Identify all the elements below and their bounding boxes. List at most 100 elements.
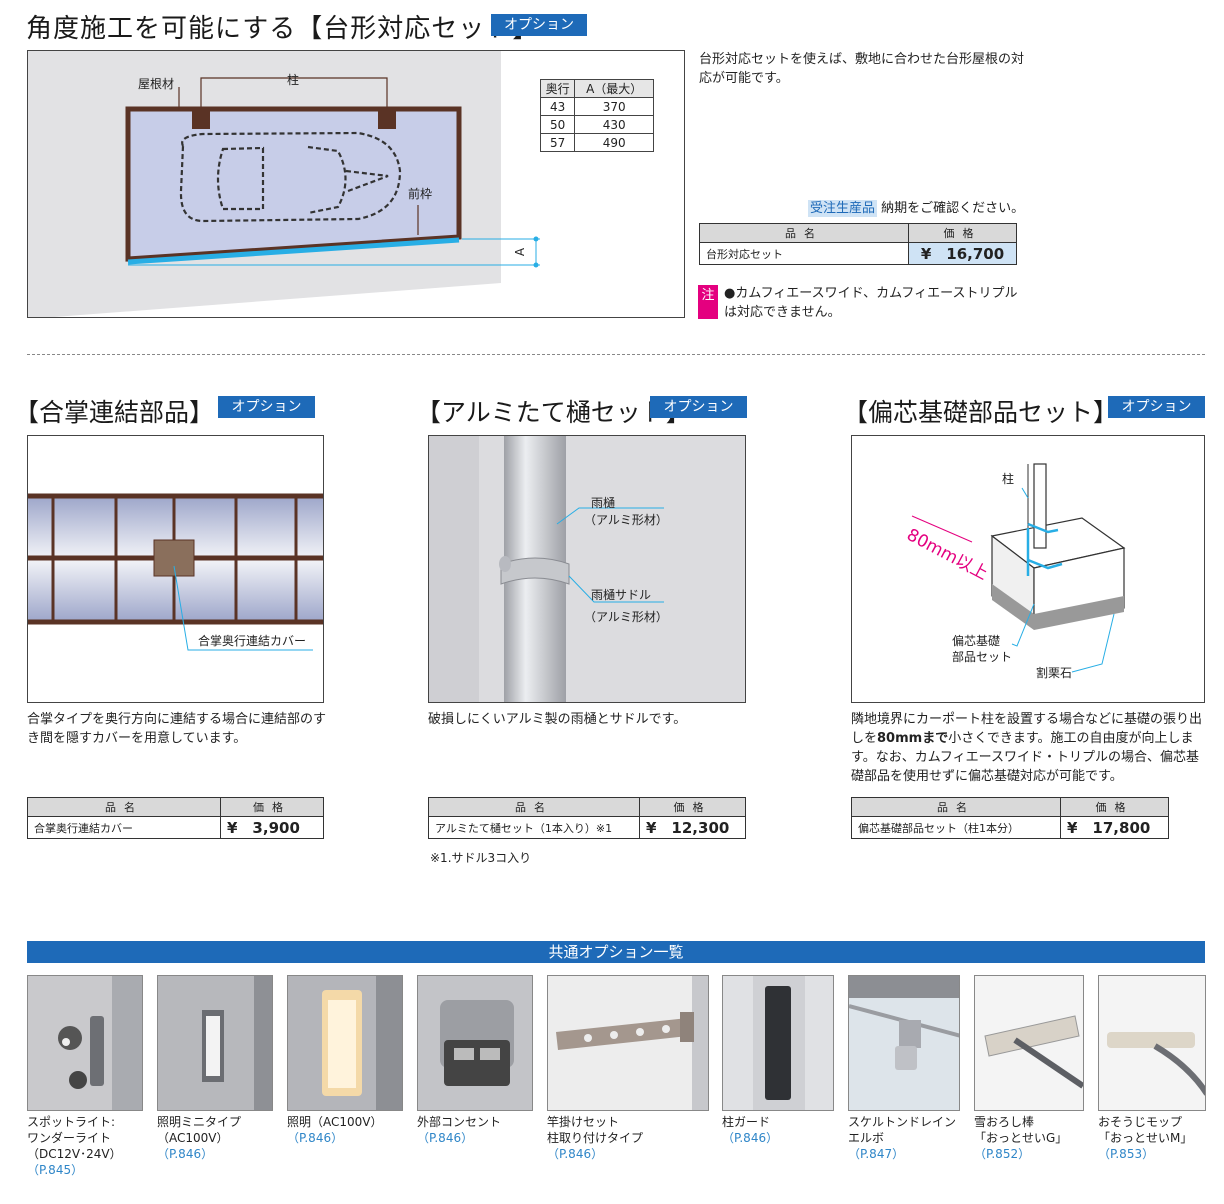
saddle-callout-sub: （アルミ形材） xyxy=(584,610,668,624)
caption-line: （AC100V） xyxy=(157,1131,229,1145)
alumi-title: 【アルミたて樋セット】 xyxy=(416,398,691,427)
henshin-illustration xyxy=(911,463,1126,673)
page-ref-link[interactable]: （P.853） xyxy=(1098,1147,1155,1161)
pillar-label: 柱 xyxy=(287,73,300,87)
header-price: 価格 xyxy=(1060,797,1169,817)
header-name: 品名 xyxy=(428,797,640,817)
pillar-label: 柱 xyxy=(1002,472,1015,486)
alumi-illustration xyxy=(429,436,745,702)
dim-cell: 430 xyxy=(574,115,654,134)
caption-pole-hanger: 竿掛けセット 柱取り付けタイプ （P.846） xyxy=(547,1114,643,1162)
page-ref-link[interactable]: （P.846） xyxy=(157,1147,214,1161)
caption-line: ワンダーライト xyxy=(27,1131,112,1145)
gassho-description: 合掌タイプを奥行方向に連結する場合に連結部のすき間を隠すカバーを用意しています。 xyxy=(27,712,327,746)
item-price: ¥ 17,800 xyxy=(1060,816,1169,839)
gassho-diagram: 合掌奥行連結カバー xyxy=(27,435,324,703)
caption-mop: おそうじモップ 「おっとせいM」 （P.853） xyxy=(1098,1114,1192,1162)
caption-line: 竿掛けセット xyxy=(547,1115,620,1129)
option-badge: オプション xyxy=(491,14,587,36)
light-icon xyxy=(322,976,402,1110)
page-ref-link[interactable]: （P.847） xyxy=(848,1147,905,1161)
price-table-alumi: 品名 価格 アルミたて樋セット（1本入り）※1 ¥ 12,300 xyxy=(428,797,746,839)
option-badge: オプション xyxy=(218,396,315,418)
item-name: 偏芯基礎部品セット（柱1本分） xyxy=(851,816,1061,839)
common-options-banner: 共通オプション一覧 xyxy=(27,941,1205,963)
gassho-callout: 合掌奥行連結カバー xyxy=(198,634,307,648)
dim-cell: 57 xyxy=(539,133,576,152)
header-price: 価格 xyxy=(639,797,746,817)
page-ref-link[interactable]: （P.846） xyxy=(417,1131,474,1145)
page-ref-link[interactable]: （P.846） xyxy=(287,1131,344,1145)
note-text: ●カムフィエースワイド、カムフィエーストリプルは対応できません。 xyxy=(724,286,1018,320)
henshin-diagram: 柱 80mm以上 偏芯基礎 部品セット 割栗石 xyxy=(851,435,1205,703)
mop-icon xyxy=(1107,1032,1205,1096)
trapezoid-description: 台形対応セットを使えば、敷地に合わせた台形屋根の対応が可能です。 xyxy=(699,52,1025,86)
caption-line: おそうじモップ xyxy=(1098,1115,1183,1129)
caption-mini-light: 照明ミニタイプ （AC100V） （P.846） xyxy=(157,1114,241,1162)
dim-cell: 43 xyxy=(539,97,576,116)
henshin-desc-post: 小さくできます。施工の自由度が向上します。なお、カムフィエースワイド・トリプルの… xyxy=(851,731,1200,784)
saddle-callout: 雨樋サドル xyxy=(591,588,652,602)
item-name: 合掌奥行連結カバー xyxy=(27,816,221,839)
header-price: 価格 xyxy=(908,223,1017,243)
thumb-light xyxy=(287,975,403,1111)
page-ref-link[interactable]: （P.852） xyxy=(974,1147,1031,1161)
option-badge: オプション xyxy=(650,396,747,418)
page-title: 角度施工を可能にする【台形対応セット】 xyxy=(26,14,540,44)
price-table-gassho: 品名 価格 合掌奥行連結カバー ¥ 3,900 xyxy=(27,797,324,839)
dim-header-depth: 奥行 xyxy=(539,79,576,98)
stone-label: 割栗石 xyxy=(1036,666,1073,680)
caption-line: （DC12V･24V） xyxy=(27,1147,122,1161)
caption-line: 雪おろし棒 xyxy=(974,1115,1035,1129)
outlet-icon xyxy=(440,1000,514,1086)
thumb-pillar-guard xyxy=(722,975,834,1111)
thumb-outlet xyxy=(417,975,533,1111)
made-to-order-label: 受注生産品 xyxy=(808,200,878,217)
thumb-pole-hanger xyxy=(547,975,709,1111)
item-name: 台形対応セット xyxy=(699,242,909,265)
trapezoid-illustration xyxy=(28,51,540,317)
caption-line: 「おっとせいM」 xyxy=(1098,1131,1193,1145)
henshin-desc-bold: 80mmまで xyxy=(877,731,949,746)
header-name: 品名 xyxy=(27,797,221,817)
spotlight-icon xyxy=(58,976,142,1110)
section-divider xyxy=(27,354,1205,355)
caption-line: スケルトンドレイン xyxy=(848,1115,957,1129)
caption-skeleton-drain: スケルトンドレイン エルボ （P.847） xyxy=(848,1114,956,1162)
caption-spotlight: スポットライト: ワンダーライト （DC12V･24V） （P.845） xyxy=(27,1114,122,1178)
caption-line: 柱取り付けタイプ xyxy=(547,1131,644,1145)
page-ref-link[interactable]: （P.846） xyxy=(547,1147,604,1161)
skeleton-drain-icon xyxy=(849,976,959,1070)
dim-header-a: A（最大） xyxy=(574,79,654,98)
caption-line: 照明（AC100V） xyxy=(287,1115,383,1129)
caption-snow-rake: 雪おろし棒 「おっとせいG」 （P.852） xyxy=(974,1114,1067,1162)
gassho-illustration xyxy=(28,493,323,651)
henshin-desc-pre: 隣地境界にカーポート柱を設置する場合などに基礎の張り出しを xyxy=(851,712,1203,746)
henshin-description: 隣地境界にカーポート柱を設置する場合などに基礎の張り出しを80mmまで小さくでき… xyxy=(851,710,1207,786)
a-dimension-label: A xyxy=(513,247,528,257)
snow-rake-icon xyxy=(984,1015,1083,1089)
page-ref-link[interactable]: （P.846） xyxy=(722,1131,779,1145)
alumi-diagram: 雨樋 （アルミ形材） 雨樋サドル （アルミ形材） xyxy=(428,435,746,703)
header-name: 品名 xyxy=(851,797,1061,817)
thumb-skeleton-drain xyxy=(848,975,960,1111)
gassho-title: 【合掌連結部品】 xyxy=(14,398,215,427)
dim-cell: 50 xyxy=(539,115,576,134)
caption-pillar-guard: 柱ガード （P.846） xyxy=(722,1114,778,1146)
front-frame-label: 前枠 xyxy=(408,187,433,201)
item-name: アルミたて樋セット（1本入り）※1 xyxy=(428,816,640,839)
gutter-callout: 雨樋 xyxy=(591,496,616,510)
price-table-trapezoid: 品名 価格 台形対応セット ¥ 16,700 xyxy=(699,223,1017,265)
caption-line: 外部コンセント xyxy=(417,1115,502,1129)
caption-line: スポットライト: xyxy=(27,1115,116,1129)
caption-outlet: 外部コンセント （P.846） xyxy=(417,1114,501,1146)
thumb-snow-rake xyxy=(974,975,1084,1111)
option-badge: オプション xyxy=(1108,396,1205,418)
caption-light: 照明（AC100V） （P.846） xyxy=(287,1114,383,1146)
henshin-title: 【偏芯基礎部品セット】 xyxy=(843,398,1119,427)
page-ref-link[interactable]: （P.845） xyxy=(27,1163,84,1177)
pole-hanger-icon xyxy=(556,976,708,1110)
note-mark: 注 xyxy=(698,285,718,319)
item-price: ¥ 12,300 xyxy=(639,816,746,839)
